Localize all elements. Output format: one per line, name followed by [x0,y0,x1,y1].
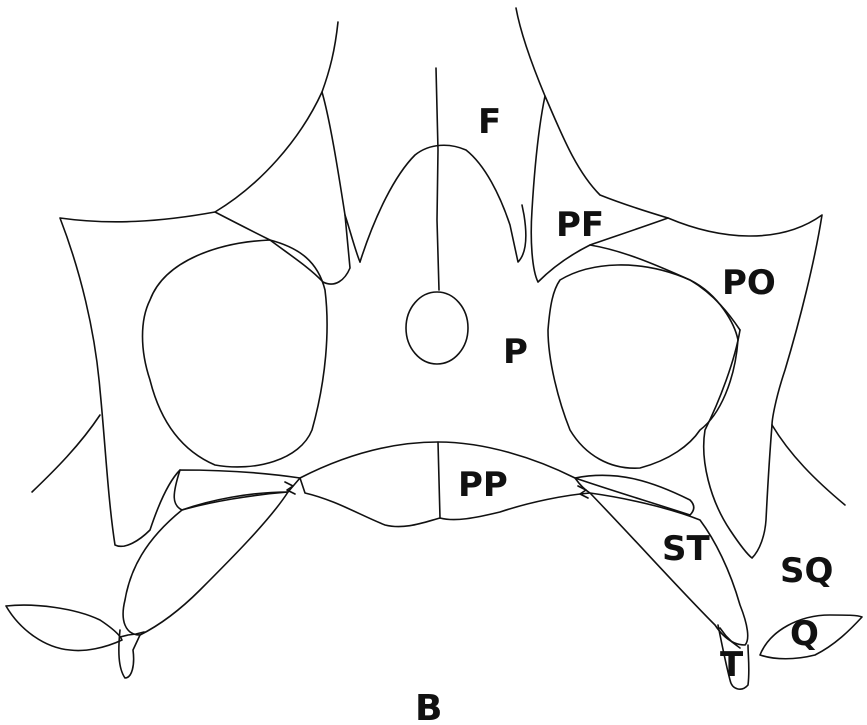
figure-caption: B [415,688,442,725]
label-prefrontal: PF [556,205,604,245]
right-prefrontal-bone [531,96,668,282]
label-parietal: P [503,332,528,372]
right-postorbital-bone [590,215,822,425]
left-flank-line [32,415,100,492]
right-flank-line [772,425,845,505]
label-postorbital: PO [722,263,776,303]
left-prefrontal-bone [215,92,350,284]
left-suture-marks [120,482,295,637]
left-upper-strip [174,470,300,510]
frontal-bone [360,145,526,262]
label-postparietal: PP [458,465,508,505]
label-squamosal: SQ [780,551,833,591]
left-snout-edge [322,22,338,92]
label-frontal: F [478,102,501,142]
left-quadrate [6,605,122,650]
right-snout-edge [516,8,545,96]
label-supratemporal: ST [662,529,710,569]
left-supratemporal-bone [123,492,288,635]
parietal-foramen [406,292,468,364]
right-orbit [548,265,738,468]
label-quadrate: Q [790,614,819,654]
left-postorbital-bone [60,212,215,546]
postparietal-bone [300,442,590,527]
midline-suture [436,68,439,290]
label-tabular: T [720,645,744,685]
postparietal-midline [438,442,440,518]
right-squamosal-boundary [704,330,772,558]
left-orbit [143,240,328,467]
right-supratemporal-bone [590,493,748,645]
